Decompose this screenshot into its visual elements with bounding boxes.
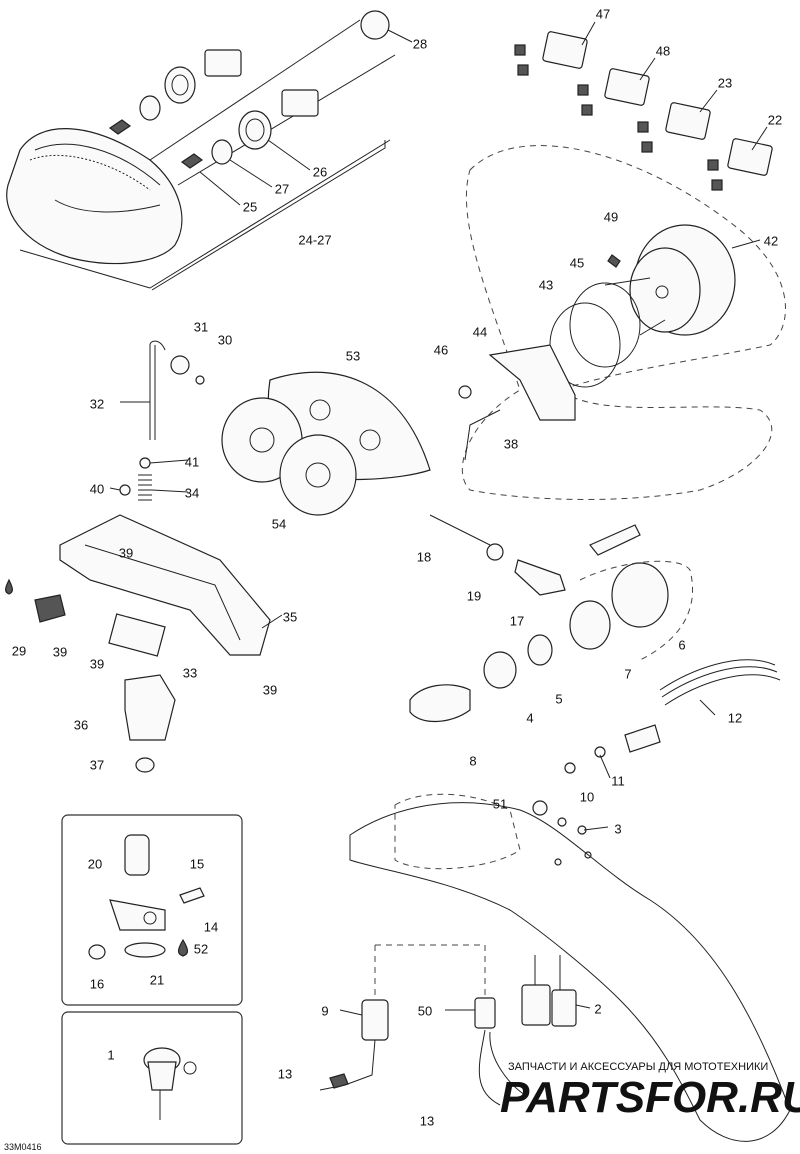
watermark-text: ЗАПЧАСТИ И АКСЕССУАРЫ ДЛЯ МОТОТЕХНИКИ (508, 1061, 768, 1073)
callout-2: 2 (594, 1001, 601, 1016)
lubricant-drop-icon-52 (177, 938, 189, 957)
callout-53: 53 (346, 348, 360, 363)
callout-32: 32 (90, 396, 104, 411)
callout-13a: 13 (278, 1066, 292, 1081)
group-bracket-24-27 (151, 140, 386, 291)
callout-35: 35 (283, 609, 297, 624)
callout-13b: 13 (420, 1113, 434, 1128)
gauge-assembly (458, 224, 736, 461)
callout-33: 33 (183, 665, 197, 680)
wiring-harness (319, 944, 577, 1106)
callout-24-27: 24-27 (298, 232, 331, 247)
callout-10: 10 (580, 789, 594, 804)
switch-connectors (514, 31, 773, 191)
callout-14: 14 (204, 919, 218, 934)
callout-9: 9 (321, 1003, 328, 1018)
callout-21: 21 (150, 972, 164, 987)
callout-50: 50 (418, 1003, 432, 1018)
callout-23: 23 (718, 75, 732, 90)
bulb-socket-parts (108, 10, 390, 169)
callout-43: 43 (539, 277, 553, 292)
callout-28: 28 (413, 36, 427, 51)
callout-39c: 39 (90, 656, 104, 671)
callout-11: 11 (611, 773, 625, 788)
body-outline (349, 802, 791, 1142)
callout-40: 40 (90, 481, 104, 496)
callout-39d: 39 (263, 682, 277, 697)
callout-36: 36 (74, 717, 88, 732)
rod-and-spring (119, 340, 205, 501)
ignition-parts (409, 514, 781, 866)
lubricant-drop-icon (5, 578, 13, 595)
callout-29: 29 (12, 643, 26, 658)
inset-sensor-parts (88, 834, 205, 960)
callout-5: 5 (555, 691, 562, 706)
inset-box-sensor (61, 814, 243, 1006)
inset-box-connector (61, 1011, 243, 1145)
callout-18: 18 (417, 549, 431, 564)
callout-3: 3 (614, 821, 621, 836)
headlight-assembly (6, 19, 396, 289)
support-bracket (34, 514, 271, 773)
callout-39a: 39 (119, 545, 133, 560)
callout-16: 16 (90, 976, 104, 991)
face-plate-and-discs (221, 371, 431, 516)
callout-38: 38 (504, 436, 518, 451)
leader-lines (109, 21, 768, 1016)
inset-connector-parts (143, 1047, 197, 1120)
callout-49: 49 (604, 209, 618, 224)
callout-45: 45 (570, 255, 584, 270)
callout-37: 37 (90, 757, 104, 772)
callout-26: 26 (313, 164, 327, 179)
callout-15: 15 (190, 856, 204, 871)
callout-52: 52 (194, 941, 208, 956)
callout-42: 42 (764, 233, 778, 248)
callout-19: 19 (467, 588, 481, 603)
callout-12: 12 (728, 710, 742, 725)
callout-22: 22 (768, 112, 782, 127)
callout-54: 54 (272, 516, 286, 531)
callout-6: 6 (678, 637, 685, 652)
callout-48: 48 (656, 43, 670, 58)
callout-44: 44 (473, 324, 487, 339)
callout-47: 47 (596, 6, 610, 21)
callout-17: 17 (510, 613, 524, 628)
drawing-code: 33M0416 (4, 1142, 42, 1152)
callout-41: 41 (185, 454, 199, 469)
callout-1: 1 (107, 1047, 114, 1062)
callout-31: 31 (194, 319, 208, 334)
console-outline (461, 145, 786, 500)
callout-8: 8 (469, 753, 476, 768)
seat-dashed (394, 793, 521, 870)
callout-30: 30 (218, 332, 232, 347)
callout-39b: 39 (53, 644, 67, 659)
callout-25: 25 (243, 199, 257, 214)
watermark-logo: PARTSFOR.RU (500, 1073, 800, 1122)
callout-labels: 474823222826272524-274942454344463853313… (12, 6, 782, 1128)
callout-20: 20 (88, 856, 102, 871)
callout-46: 46 (434, 342, 448, 357)
callout-27: 27 (275, 181, 289, 196)
callout-51: 51 (493, 796, 507, 811)
callout-7: 7 (624, 666, 631, 681)
callout-34: 34 (185, 485, 199, 500)
callout-4: 4 (526, 710, 533, 725)
